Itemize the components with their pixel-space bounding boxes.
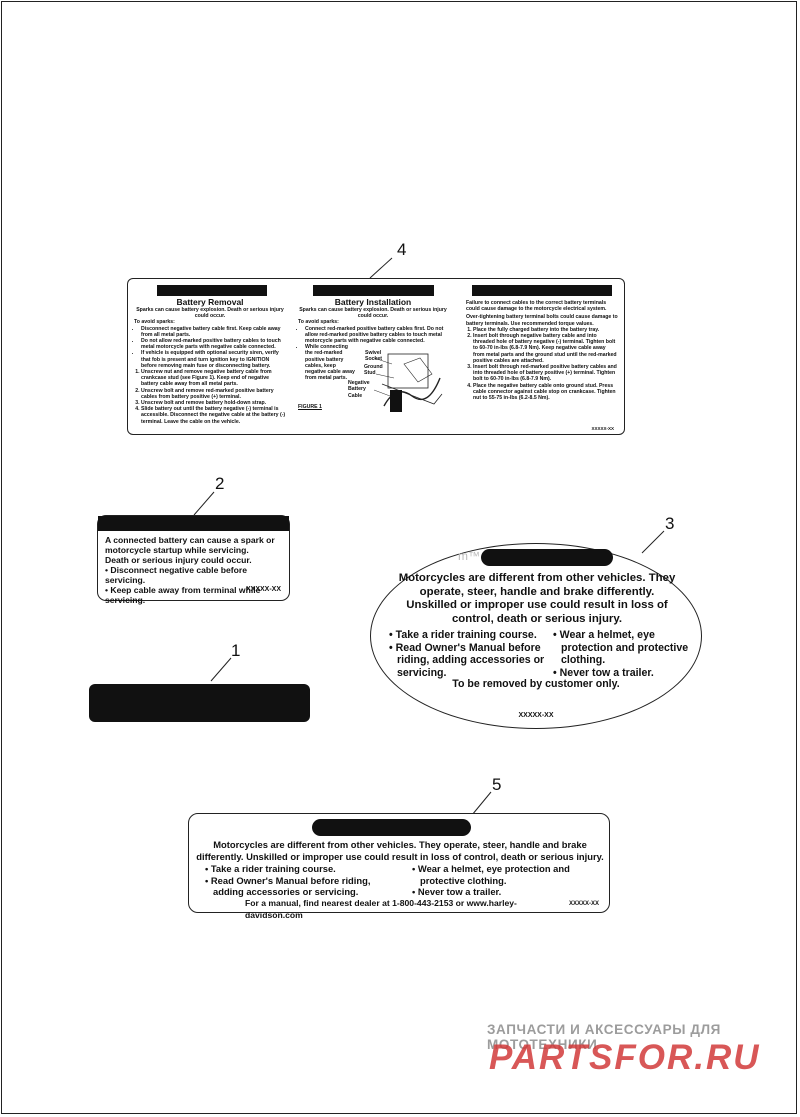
part-code: XXXXX-XX [245, 586, 281, 593]
list-item: • Disconnect negative cable before servi… [105, 565, 247, 585]
rider-warning-oval-label: m™ Motorcycles are different from other … [370, 543, 702, 729]
list-item: Slide battery out until the battery nega… [141, 406, 286, 425]
removal-header-bar [157, 285, 267, 296]
callout-3: 3 [665, 514, 675, 533]
figure-caption: FIGURE 1 [298, 404, 322, 411]
right-bullets: • Wear a helmet, eye protection and prot… [553, 629, 703, 679]
battery-diagram [373, 353, 443, 413]
list-item: • Take a rider training course. [389, 629, 537, 641]
label-header-bar [312, 819, 471, 836]
part-code: XXXXX-XX [591, 425, 614, 431]
callout-2: 2 [215, 474, 225, 493]
list-item: Disconnect negative battery cable first.… [141, 326, 286, 338]
list-item: • Never tow a trailer. [553, 666, 654, 679]
service-warning-label: A connected battery can cause a spark or… [97, 515, 290, 605]
list-item: While connecting the red-marked positive… [305, 344, 357, 381]
list-item: Place the negative battery cable onto gr… [473, 383, 618, 402]
removal-warning: Sparks can cause battery explosion. Deat… [136, 307, 284, 320]
battery-installation-column: Battery Installation Sparks can cause ba… [298, 279, 448, 434]
part-code: XXXXX-XX [518, 712, 554, 719]
watermark-tagline: ЗАПЧАСТИ И АКСЕССУАРЫ ДЛЯ МОТОТЕХНИКИ [487, 1022, 721, 1052]
right-bullets: • Wear a helmet, eye protection and prot… [412, 863, 592, 898]
list-item: • Keep cable away from terminal while se… [105, 585, 261, 605]
installation-title: Battery Installation [334, 297, 412, 307]
list-item: Do not allow red-marked positive battery… [141, 338, 286, 350]
callout-5: 5 [492, 775, 502, 794]
installation-steps: Place the fully charged battery into the… [466, 327, 618, 401]
part-code: XXXXX-XX [568, 901, 599, 907]
label-headline: Motorcycles are different from other veh… [398, 572, 676, 625]
notes-header-bar [472, 285, 612, 296]
installation-bullets-2: While connecting the red-marked positive… [298, 344, 357, 381]
warning-line-2: Death or serious injury could occur. [105, 555, 252, 565]
callout-1: 1 [231, 641, 241, 660]
trademark-mark: m™ [458, 549, 480, 563]
list-item: • Read Owner's Manual before riding, add… [389, 641, 545, 679]
rider-warning-rect-label: Motorcycles are different from other veh… [188, 813, 610, 920]
removal-title: Battery Removal [176, 297, 244, 307]
figure-label-ground-stud: Ground Stud [364, 364, 383, 377]
figure-1: While connecting the red-marked positive… [298, 344, 448, 416]
removal-avoid: To avoid sparks: [134, 319, 175, 326]
list-item: Unscrew bolt and remove battery hold-dow… [141, 400, 286, 406]
list-item: Insert bolt through negative battery cab… [473, 333, 618, 364]
battery-removal-column: Battery Removal Sparks can cause battery… [134, 279, 286, 434]
label-footer: For a manual, find nearest dealer at 1-8… [245, 898, 517, 920]
label-header-bar [98, 516, 289, 531]
warning-line-1: A connected battery can cause a spark or… [105, 535, 275, 555]
figure-label-negative-cable: Negative Battery Cable [348, 380, 370, 399]
installation-warning: Sparks can cause battery explosion. Deat… [299, 307, 447, 320]
label-headline: Motorcycles are different from other veh… [196, 839, 604, 862]
list-item: • Take a rider training course. [205, 863, 336, 874]
black-label [89, 684, 310, 722]
battery-label: Battery Removal Sparks can cause battery… [127, 278, 625, 435]
list-item: • Wear a helmet, eye protection and prot… [412, 863, 570, 886]
removal-steps: Unscrew nut and remove negative battery … [134, 369, 286, 425]
installation-bullets: Connect red-marked positive battery cabl… [298, 326, 448, 345]
installation-avoid: To avoid sparks: [298, 319, 339, 326]
notes-p1: Failure to connect cables to the correct… [466, 300, 607, 313]
watermark-logo: PARTSFOR.RU [489, 1038, 761, 1077]
list-item: Connect red-marked positive battery cabl… [305, 326, 448, 345]
list-item: • Wear a helmet, eye protection and prot… [553, 629, 689, 666]
list-item: Unscrew nut and remove negative battery … [141, 369, 286, 388]
figure-label-swivel-socket: Swivel Socket [365, 350, 383, 363]
installation-header-bar [313, 285, 434, 296]
list-item: • Never tow a trailer. [412, 886, 502, 897]
label-footer: To be removed by customer only. [452, 678, 620, 690]
label-body: A connected battery can cause a spark or… [105, 535, 287, 605]
list-item: Place the fully charged battery into the… [473, 327, 618, 333]
list-item: Insert bolt through red-marked positive … [473, 364, 618, 383]
removal-bullets: Disconnect negative battery cable first.… [134, 326, 286, 369]
list-item: If vehicle is equipped with optional sec… [141, 350, 286, 369]
notes-p2: Over-tightening battery terminal bolts c… [466, 314, 618, 327]
label-header-bar [481, 549, 613, 566]
left-bullets: • Take a rider training course. • Read O… [389, 629, 549, 679]
left-bullets: • Take a rider training course. • Read O… [205, 863, 395, 898]
list-item: • Read Owner's Manual before riding, add… [205, 874, 371, 898]
list-item: Unscrew bolt and remove red-marked posit… [141, 388, 286, 400]
battery-notes-column: Failure to connect cables to the correct… [466, 279, 618, 434]
callout-4: 4 [397, 240, 407, 259]
